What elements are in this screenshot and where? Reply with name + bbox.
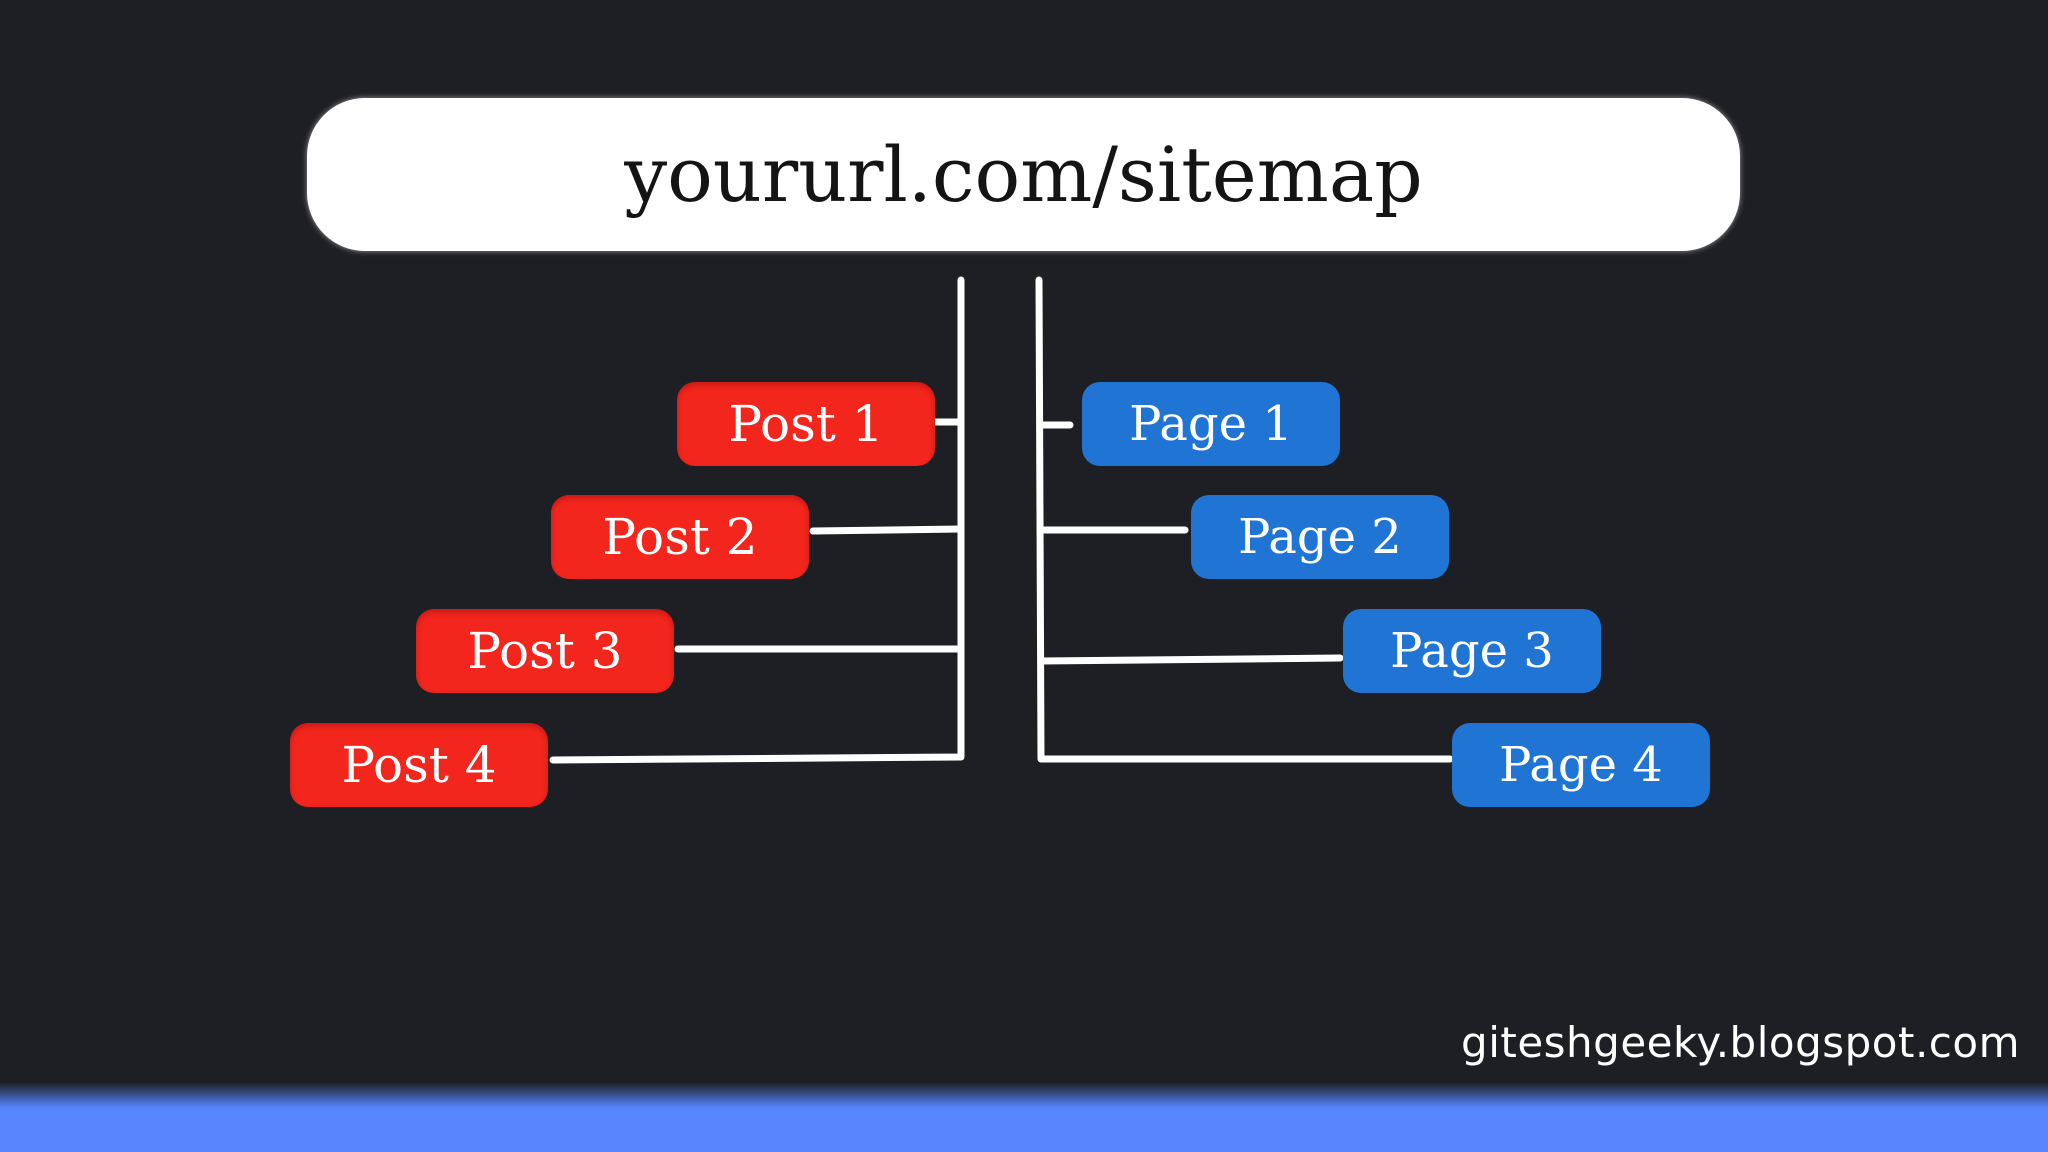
page-1-node: Page 1 — [1082, 382, 1340, 466]
post-4-node: Post 4 — [290, 723, 548, 807]
post-trunk-line — [549, 276, 965, 764]
page-4-node: Page 4 — [1452, 723, 1710, 807]
blog-url-watermark: giteshgeeky.blogspot.com — [1461, 1018, 2020, 1067]
post-3-node: Post 3 — [416, 609, 674, 693]
post-2-label: Post 2 — [602, 508, 758, 566]
post-2-node: Post 2 — [551, 495, 809, 579]
page-3-label: Page 3 — [1390, 623, 1554, 679]
page-1-label: Page 1 — [1129, 396, 1293, 452]
post-4-label: Post 4 — [341, 736, 497, 794]
page-4-label: Page 4 — [1499, 737, 1663, 793]
sitemap-url-box: yoururl.com/sitemap — [307, 98, 1740, 251]
post-1-node: Post 1 — [677, 382, 935, 466]
page-3-node: Page 3 — [1343, 609, 1601, 693]
sitemap-url-text: yoururl.com/sitemap — [624, 129, 1423, 219]
bottom-accent-bar — [0, 1082, 2048, 1152]
post-3-label: Post 3 — [467, 622, 623, 680]
post-2-connector — [809, 525, 965, 535]
post-1-label: Post 1 — [728, 395, 884, 453]
page-3-connector — [1037, 654, 1344, 665]
page-trunk-line — [1035, 276, 1454, 763]
page-2-node: Page 2 — [1191, 495, 1449, 579]
page-2-label: Page 2 — [1238, 509, 1402, 565]
